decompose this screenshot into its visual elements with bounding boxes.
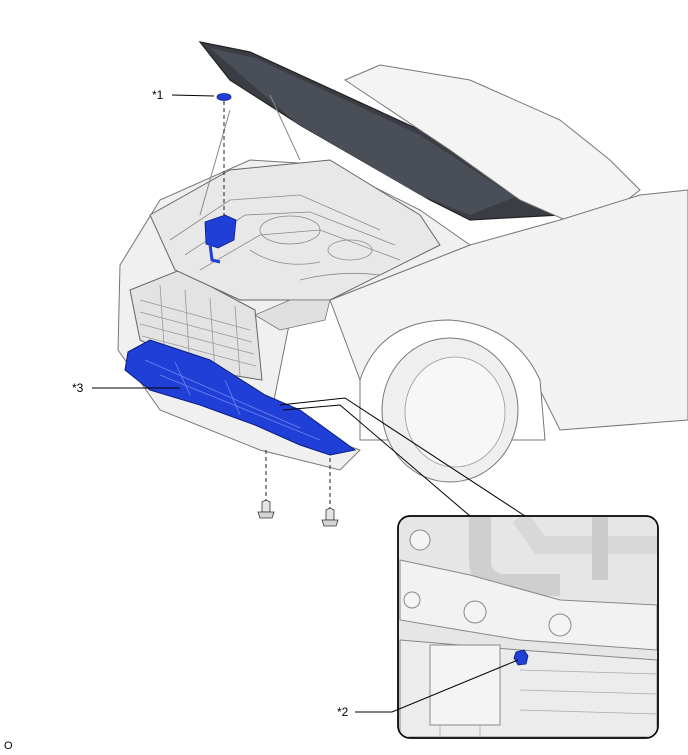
leader-2 [355,659,519,713]
bolt-left [257,450,275,519]
figure-id: O [4,740,13,752]
part-1-cap [216,93,232,215]
callout-1: *1 [152,88,164,102]
callout-2: *2 [337,705,349,719]
leader-1 [171,94,215,97]
bolt-right [321,458,339,527]
part-3-undercover [124,339,357,456]
zoom-connector [279,397,526,517]
hood [198,41,563,221]
callout-3: *3 [72,381,84,395]
vehicle-body [117,64,688,483]
reservoir [204,214,237,264]
detail-inset [397,515,659,739]
